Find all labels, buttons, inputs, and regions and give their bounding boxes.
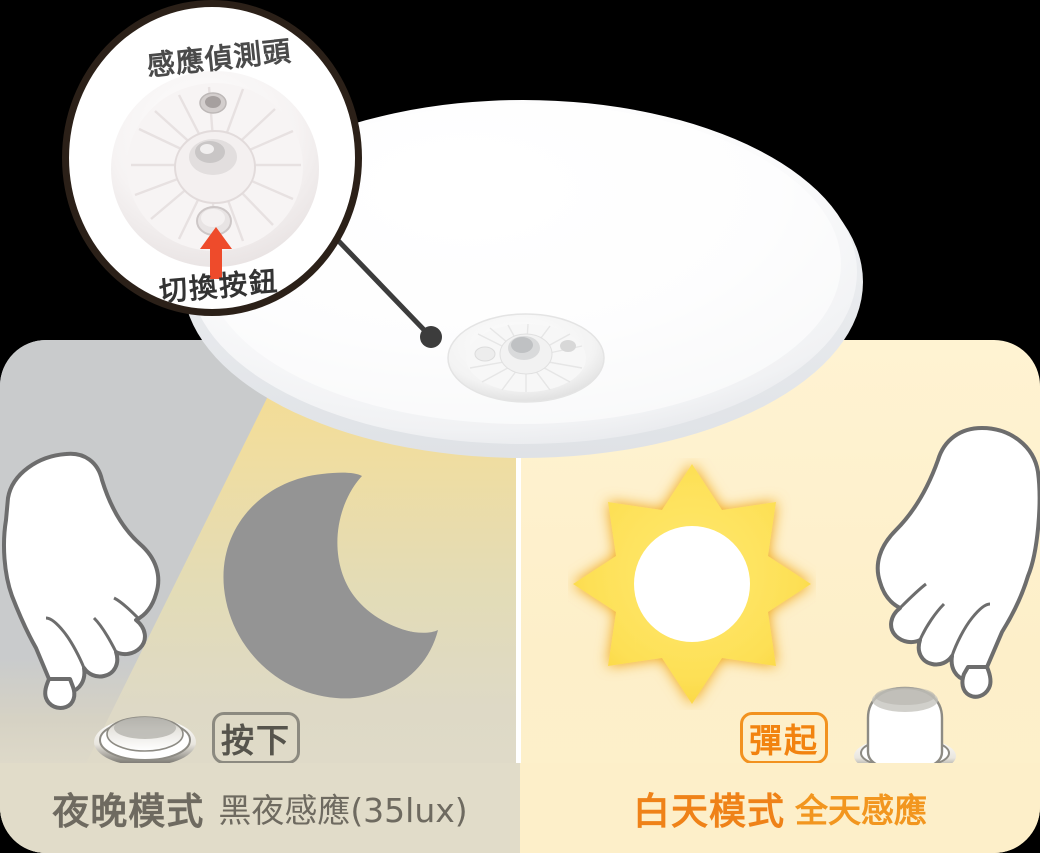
button-pressed-icon[interactable] — [92, 700, 198, 768]
badge-pop-up: 彈起 — [740, 712, 828, 764]
badge-press-down: 按下 — [212, 712, 300, 764]
night-mode-caption: 夜晚模式 黑夜感應(35lux) — [0, 763, 520, 853]
night-mode-title: 夜晚模式 — [52, 790, 205, 833]
callout-arrow-icon — [200, 227, 232, 279]
day-mode-caption: 白天模式 全天感應 — [520, 763, 1040, 853]
callout-ring: 感應偵測頭 切換按鈕 — [62, 0, 362, 316]
day-mode-subtitle: 全天感應 — [795, 791, 927, 830]
panel-divider — [516, 415, 521, 763]
day-mode-title: 白天模式 — [633, 790, 785, 833]
button-popped-up-icon[interactable] — [852, 676, 958, 776]
sensor-head-closeup-icon — [111, 71, 319, 267]
moon-icon — [223, 472, 438, 699]
sun-icon — [573, 464, 811, 704]
night-mode-subtitle: 黑夜感應(35lux) — [218, 791, 468, 830]
hand-pressing-icon — [2, 451, 161, 710]
hand-hovering-icon — [875, 426, 1040, 699]
sensor-callout: 感應偵測頭 切換按鈕 — [62, 0, 362, 316]
